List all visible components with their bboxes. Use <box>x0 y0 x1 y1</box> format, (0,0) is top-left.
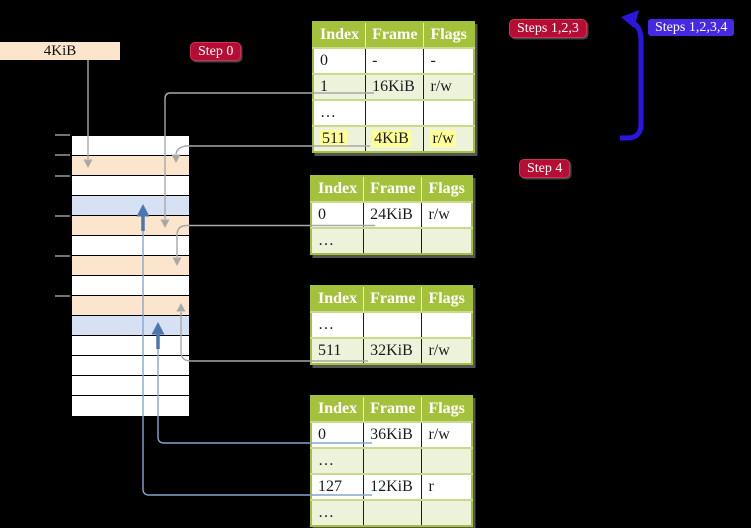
table-cell <box>421 311 472 338</box>
table-row: … <box>311 311 472 338</box>
table-cell: - <box>365 47 424 74</box>
table-cell: 0 <box>311 421 364 448</box>
memory-cell-0 <box>72 136 189 156</box>
table-cell: r/w <box>423 73 474 100</box>
highlighted-value: 4KiB <box>372 130 411 147</box>
table-cell <box>421 499 472 526</box>
badge-steps-123: Steps 1,2,3 <box>509 19 587 38</box>
column-header: Index <box>311 396 364 422</box>
table-row: … <box>311 447 472 474</box>
table-cell <box>363 311 422 338</box>
column-header: Flags <box>421 396 472 422</box>
physical-memory-strip <box>71 135 190 416</box>
memory-cell-11 <box>72 356 189 376</box>
table-cell: 511 <box>311 337 364 364</box>
table-cell: r/w <box>423 125 474 152</box>
column-header: Flags <box>421 176 472 202</box>
table-cell <box>363 447 422 474</box>
table-cell: r/w <box>421 337 472 364</box>
table-cell: … <box>313 99 366 126</box>
table-cell: 127 <box>311 473 364 500</box>
table-cell: 16KiB <box>365 73 424 100</box>
table-cell: r/w <box>421 201 472 228</box>
memory-cell-3 <box>72 196 189 216</box>
memory-cell-13 <box>72 396 189 416</box>
table-cell <box>365 99 424 126</box>
table-cell: r/w <box>421 421 472 448</box>
table-cell: … <box>311 499 364 526</box>
highlighted-value: 511 <box>320 130 348 147</box>
table-row: … <box>313 99 474 126</box>
table-cell: 4KiB <box>365 125 424 152</box>
table-row: 0-- <box>313 47 474 74</box>
table-cell: r <box>421 473 472 500</box>
highlighted-value: r/w <box>430 130 456 147</box>
table-cell <box>423 99 474 126</box>
memory-cell-10 <box>72 336 189 356</box>
column-header: Frame <box>365 22 424 48</box>
table-row: 511 4KiB r/w <box>313 125 474 152</box>
memory-cell-5 <box>72 236 189 256</box>
table-cell <box>421 447 472 474</box>
column-header: Frame <box>363 396 422 422</box>
table-cell <box>363 499 422 526</box>
table-cell: 0 <box>313 47 366 74</box>
column-header: Index <box>311 286 364 312</box>
table-cell: 1 <box>313 73 366 100</box>
table-cell <box>421 227 472 254</box>
table-row: … <box>311 499 472 526</box>
memory-cell-4 <box>72 216 189 236</box>
badge-steps-1234: Steps 1,2,3,4 <box>648 19 735 36</box>
address-tick-marks <box>55 134 70 297</box>
table-cell: 511 <box>313 125 366 152</box>
memory-cell-7 <box>72 276 189 296</box>
table-cell: … <box>311 447 364 474</box>
column-header: Index <box>313 22 366 48</box>
table-cell <box>363 227 422 254</box>
badge-step-4: Step 4 <box>519 159 571 178</box>
table-cell: 32KiB <box>363 337 422 364</box>
badge-step-0: Step 0 <box>190 42 242 61</box>
column-header: Flags <box>423 22 474 48</box>
column-header: Frame <box>363 286 422 312</box>
table-row: … <box>311 227 472 254</box>
column-header: Index <box>311 176 364 202</box>
table-cell: … <box>311 311 364 338</box>
memory-cell-6 <box>72 256 189 276</box>
table-cell: … <box>311 227 364 254</box>
memory-cell-12 <box>72 376 189 396</box>
column-header: Flags <box>421 286 472 312</box>
table-cell: 0 <box>311 201 364 228</box>
memory-size-label: 4KiB <box>0 42 120 60</box>
memory-cell-9 <box>72 316 189 336</box>
table-cell: 36KiB <box>363 421 422 448</box>
table-cell: 12KiB <box>363 473 422 500</box>
memory-cell-1 <box>72 156 189 176</box>
arrow-recursive-to-table1 <box>620 10 644 141</box>
table-cell: - <box>423 47 474 74</box>
memory-cell-2 <box>72 176 189 196</box>
memory-cell-8 <box>72 296 189 316</box>
table-cell: 24KiB <box>363 201 422 228</box>
column-header: Frame <box>363 176 422 202</box>
